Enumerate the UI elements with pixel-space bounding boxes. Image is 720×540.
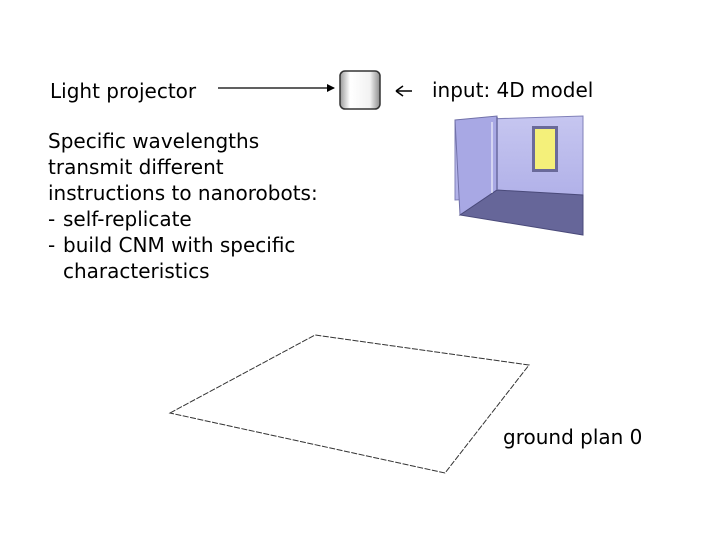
bullet-item: - build CNM with specific: [48, 232, 318, 258]
ground-plan-label: ground plan 0: [503, 425, 643, 449]
instructions-text: Specific wavelengths transmit different …: [48, 128, 318, 284]
bullet-continuation: characteristics: [63, 259, 210, 283]
bullet-item: - self-replicate: [48, 206, 318, 232]
model-room-icon: [454, 115, 584, 236]
instructions-line: instructions to nanorobots:: [48, 181, 318, 205]
bullet-marker: -: [48, 207, 56, 231]
window-icon: [532, 126, 558, 172]
input-label: input: 4D model: [406, 78, 593, 102]
ground-plane: [168, 334, 530, 474]
bullet-text: build CNM with specific: [63, 233, 296, 257]
bullet-marker: -: [48, 233, 56, 257]
bullet-text: self-replicate: [63, 207, 192, 231]
input-arrow-icon: [395, 85, 412, 97]
light-projector-label: Light projector: [50, 79, 197, 103]
input-text: input: 4D model: [432, 78, 594, 102]
instructions-line: transmit different: [48, 155, 224, 179]
instructions-line: Specific wavelengths: [48, 129, 260, 153]
projector-icon: [339, 70, 381, 110]
